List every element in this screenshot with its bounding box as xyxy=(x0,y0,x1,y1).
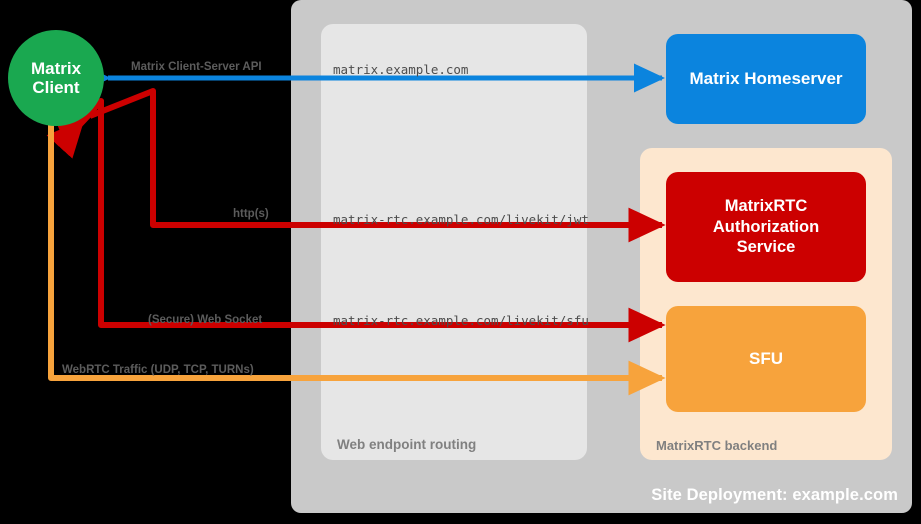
node-sfu-label: SFU xyxy=(749,349,783,368)
node-auth-service-line1: MatrixRTC xyxy=(724,197,808,216)
endpoint-matrix-label: matrix.example.com xyxy=(333,62,469,77)
node-auth-service-line2: Authorization xyxy=(712,217,820,236)
connection-web-socket-label: (Secure) Web Socket xyxy=(148,314,263,326)
matrixrtc-backend-label: MatrixRTC backend xyxy=(656,438,778,453)
connection-webrtc-label: WebRTC Traffic (UDP, TCP, TURNs) xyxy=(62,364,254,376)
connection-https-path xyxy=(52,88,666,243)
node-matrix-client-text: Matrix Client xyxy=(31,59,81,97)
endpoint-livekit-jwt-label: matrix-rtc.example.com/livekit/jwt xyxy=(333,212,589,227)
node-matrix-homeserver-label: Matrix Homeserver xyxy=(689,69,843,88)
endpoint-livekit-sfu-label: matrix-rtc.example.com/livekit/sfu xyxy=(333,313,589,328)
node-matrixrtc-authorization-service[interactable]: MatrixRTC Authorization Service xyxy=(666,172,866,282)
node-auth-service-line3: Service xyxy=(736,238,796,257)
connection-client-server-api-label: Matrix Client-Server API xyxy=(131,61,262,73)
node-sfu[interactable]: SFU xyxy=(666,306,866,412)
node-matrix-client-line1: Matrix xyxy=(30,58,82,78)
web-endpoint-routing-label: Web endpoint routing xyxy=(337,437,477,452)
node-matrixrtc-authorization-service-text: MatrixRTC Authorization Service xyxy=(713,196,819,258)
site-deployment-label: Site Deployment: example.com xyxy=(651,486,898,504)
connection-https-label: http(s) xyxy=(233,208,269,220)
node-matrix-client[interactable]: Matrix Client xyxy=(8,30,104,126)
node-matrix-client-line2: Client xyxy=(32,78,80,97)
connection-webrtc-path xyxy=(33,90,666,396)
node-matrix-homeserver[interactable]: Matrix Homeserver xyxy=(666,34,866,124)
